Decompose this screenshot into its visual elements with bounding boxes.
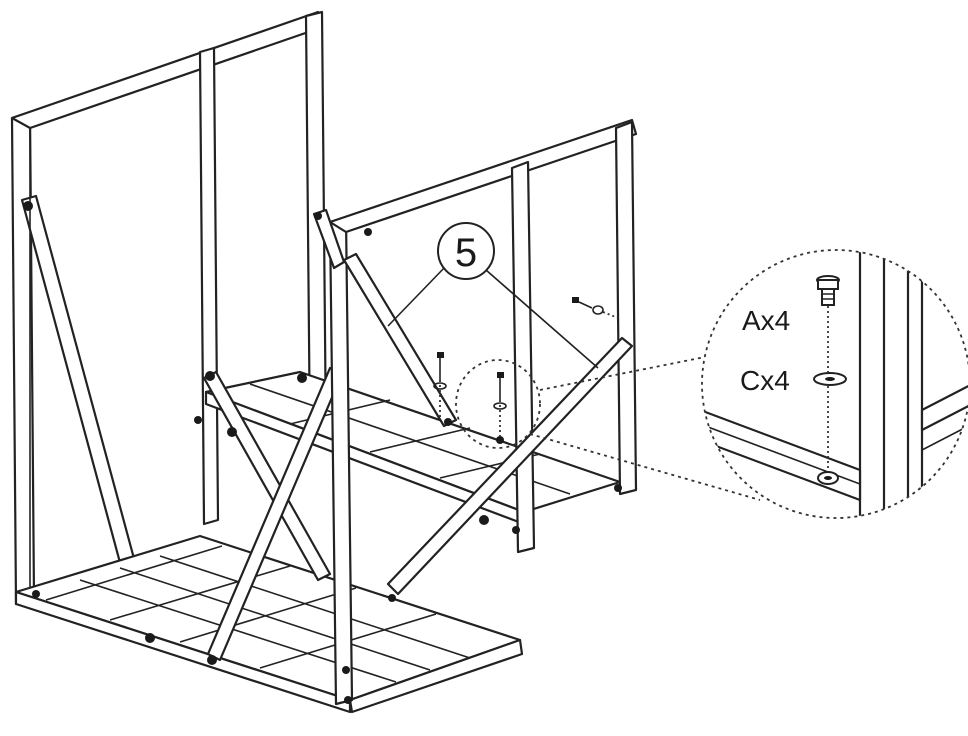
washer-icon xyxy=(433,382,447,390)
rear-tall-frame xyxy=(10,10,328,646)
hardware-markers xyxy=(433,297,619,436)
step-callout: 5 xyxy=(387,222,599,369)
bolt-icon xyxy=(497,372,504,436)
step-number: 5 xyxy=(455,231,477,275)
washer-icon xyxy=(592,305,619,319)
frame-joints xyxy=(23,201,622,704)
bolt-icon xyxy=(572,297,593,309)
bolt-icon xyxy=(437,352,444,418)
detail-view: Ax4 Cx4 xyxy=(701,249,968,519)
magnifier-link xyxy=(455,355,761,501)
floor-grid xyxy=(14,534,524,714)
washer-icon xyxy=(813,372,847,386)
front-side-frame xyxy=(312,118,638,706)
washer-icon xyxy=(493,402,507,410)
middle-shelf xyxy=(204,370,622,526)
bolt-icon xyxy=(816,275,840,306)
label-c: Cx4 xyxy=(740,365,790,396)
label-a: Ax4 xyxy=(742,305,790,336)
